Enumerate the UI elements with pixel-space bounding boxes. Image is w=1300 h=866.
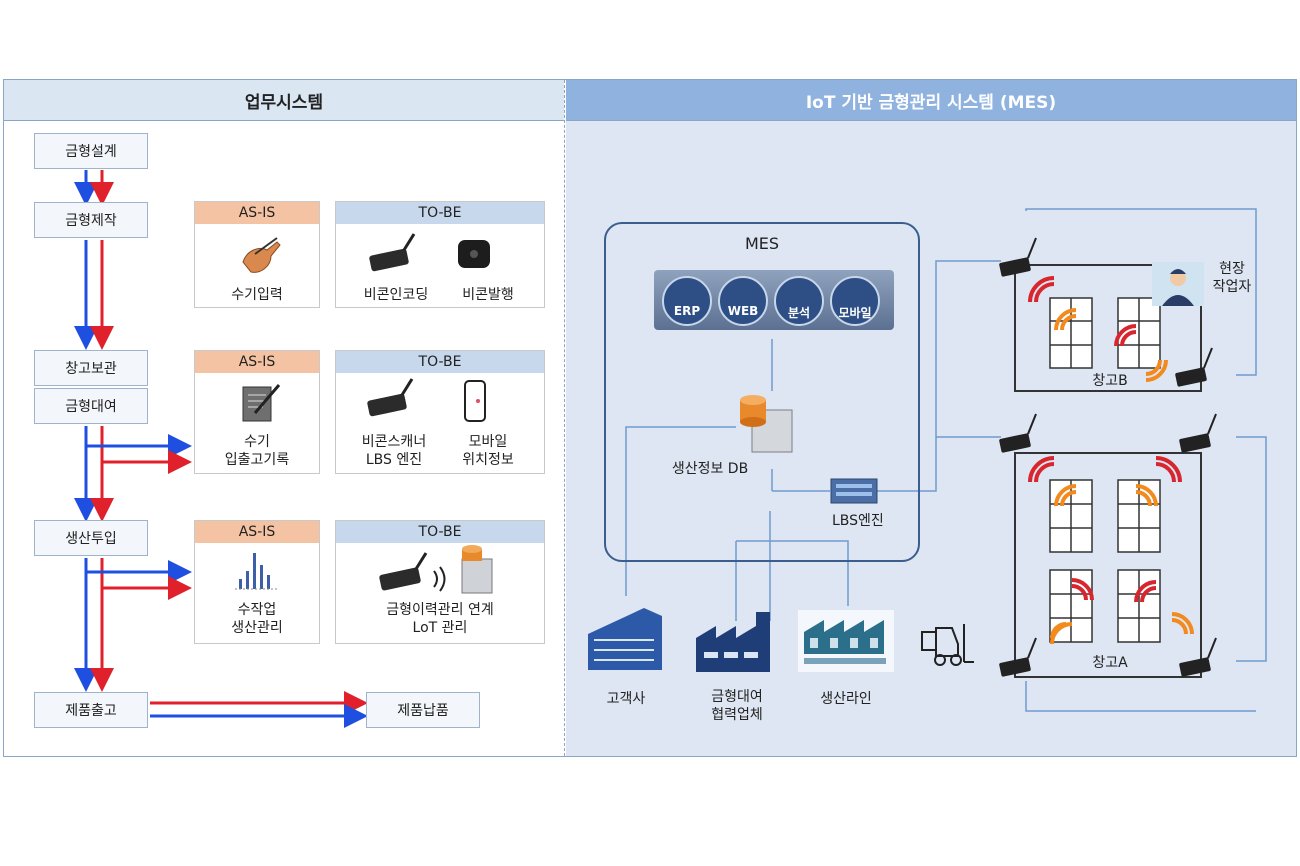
card-asis-row3: AS-IS 수작업 생산관리 (194, 520, 320, 644)
asis-row2-line1: 수기 (244, 434, 270, 450)
asis-row3-line2: 생산관리 (231, 620, 283, 636)
diagram-frame (3, 79, 1297, 757)
module-mobile-label: 모바일 (838, 306, 872, 320)
card-asis-row1: AS-IS 수기입력 (194, 201, 320, 308)
beacon-tag-icon (458, 240, 490, 268)
module-erp-icon (662, 276, 712, 326)
module-web-label: WEB (727, 304, 759, 318)
network-lines (625, 208, 1267, 712)
process-input: 생산투입 (34, 520, 148, 556)
warehouse-b (1014, 264, 1202, 392)
notepad-pen-icon (242, 384, 281, 422)
worker-label-1: 현장 (1219, 261, 1245, 277)
card-tobe-row3: TO-BE 금형이력관리 연계 LoT 관리 (335, 520, 545, 644)
module-web-icon (718, 276, 768, 326)
module-erp-label: ERP (673, 304, 701, 318)
asis-row3-line1: 수작업 (237, 602, 277, 618)
card-tobe-header: TO-BE (336, 351, 544, 373)
beacon-scanner-icon (369, 233, 416, 272)
mes-boundary (604, 222, 920, 562)
left-panel-title: 업무시스템 (4, 80, 564, 121)
process-make: 금형제작 (34, 202, 148, 238)
right-panel-title: IoT 기반 금형관리 시스템 (MES) (566, 80, 1296, 121)
asis-row1-label: 수기입력 (231, 287, 283, 303)
panel-divider (564, 80, 565, 756)
process-design: 금형설계 (34, 133, 148, 169)
hand-writing-icon (242, 237, 281, 273)
process-store: 창고보관 (34, 350, 148, 386)
mobile-phone-icon (464, 380, 486, 422)
module-mobile-icon (830, 276, 880, 326)
lbs-engine-icon (830, 478, 878, 504)
process-lend: 금형대여 (34, 388, 148, 424)
card-asis-header: AS-IS (195, 202, 319, 224)
production-line-label: 생산라인 (820, 691, 872, 707)
warehouse-racks-and-signals (999, 237, 1217, 677)
lbs-label: LBS엔진 (832, 513, 884, 529)
field-worker-icon (1152, 262, 1204, 306)
forklift-icon (921, 624, 974, 666)
partner-factory-icon (696, 612, 770, 672)
beacon-scanner-icon (367, 378, 414, 417)
card-asis-header: AS-IS (195, 351, 319, 373)
asis-row2-line2: 입출고기록 (224, 452, 290, 468)
mes-title: MES (744, 234, 780, 253)
process-arrows (74, 170, 368, 728)
module-analysis-label: 분석 (787, 306, 811, 320)
process-ship: 제품출고 (34, 692, 148, 728)
module-analysis-icon (774, 276, 824, 326)
customer-label: 고객사 (606, 691, 646, 707)
card-asis-header: AS-IS (195, 521, 319, 543)
worker-label-2: 작업자 (1212, 279, 1252, 295)
customer-building-icon (588, 608, 662, 670)
partner-label-1: 금형대여 (711, 689, 763, 705)
partner-label-2: 협력업체 (711, 707, 763, 723)
tobe-row3-line2: LoT 관리 (412, 620, 468, 636)
production-line-icon (798, 610, 894, 672)
card-tobe-row2: TO-BE 비콘스캐너 LBS 엔진 모바일 위치정보 (335, 350, 545, 474)
tobe-row2-label-a2: LBS 엔진 (365, 452, 423, 468)
process-deliver: 제품납품 (366, 692, 480, 728)
scanner-to-server-icon (379, 545, 493, 594)
warehouse-a-label: 창고A (1092, 655, 1128, 671)
db-label: 생산정보 DB (671, 461, 749, 477)
tobe-row2-label-a1: 비콘스캐너 (361, 434, 427, 450)
tobe-row2-label-b2: 위치정보 (462, 452, 514, 468)
warehouse-a (1014, 452, 1202, 678)
card-tobe-header: TO-BE (336, 202, 544, 224)
card-asis-row2: AS-IS 수기 입출고기록 (194, 350, 320, 474)
card-tobe-header: TO-BE (336, 521, 544, 543)
tobe-row3-line1: 금형이력관리 연계 (386, 602, 494, 618)
database-server-icon (740, 395, 793, 453)
tobe-row1-label-b: 비콘발행 (462, 287, 514, 303)
bar-chart-icon (235, 553, 279, 590)
tobe-row2-label-b1: 모바일 (468, 434, 508, 450)
card-tobe-row1: TO-BE 비콘인코딩 비콘발행 (335, 201, 545, 308)
tobe-row1-label-a: 비콘인코딩 (363, 287, 429, 303)
warehouse-b-label: 창고B (1092, 373, 1128, 389)
